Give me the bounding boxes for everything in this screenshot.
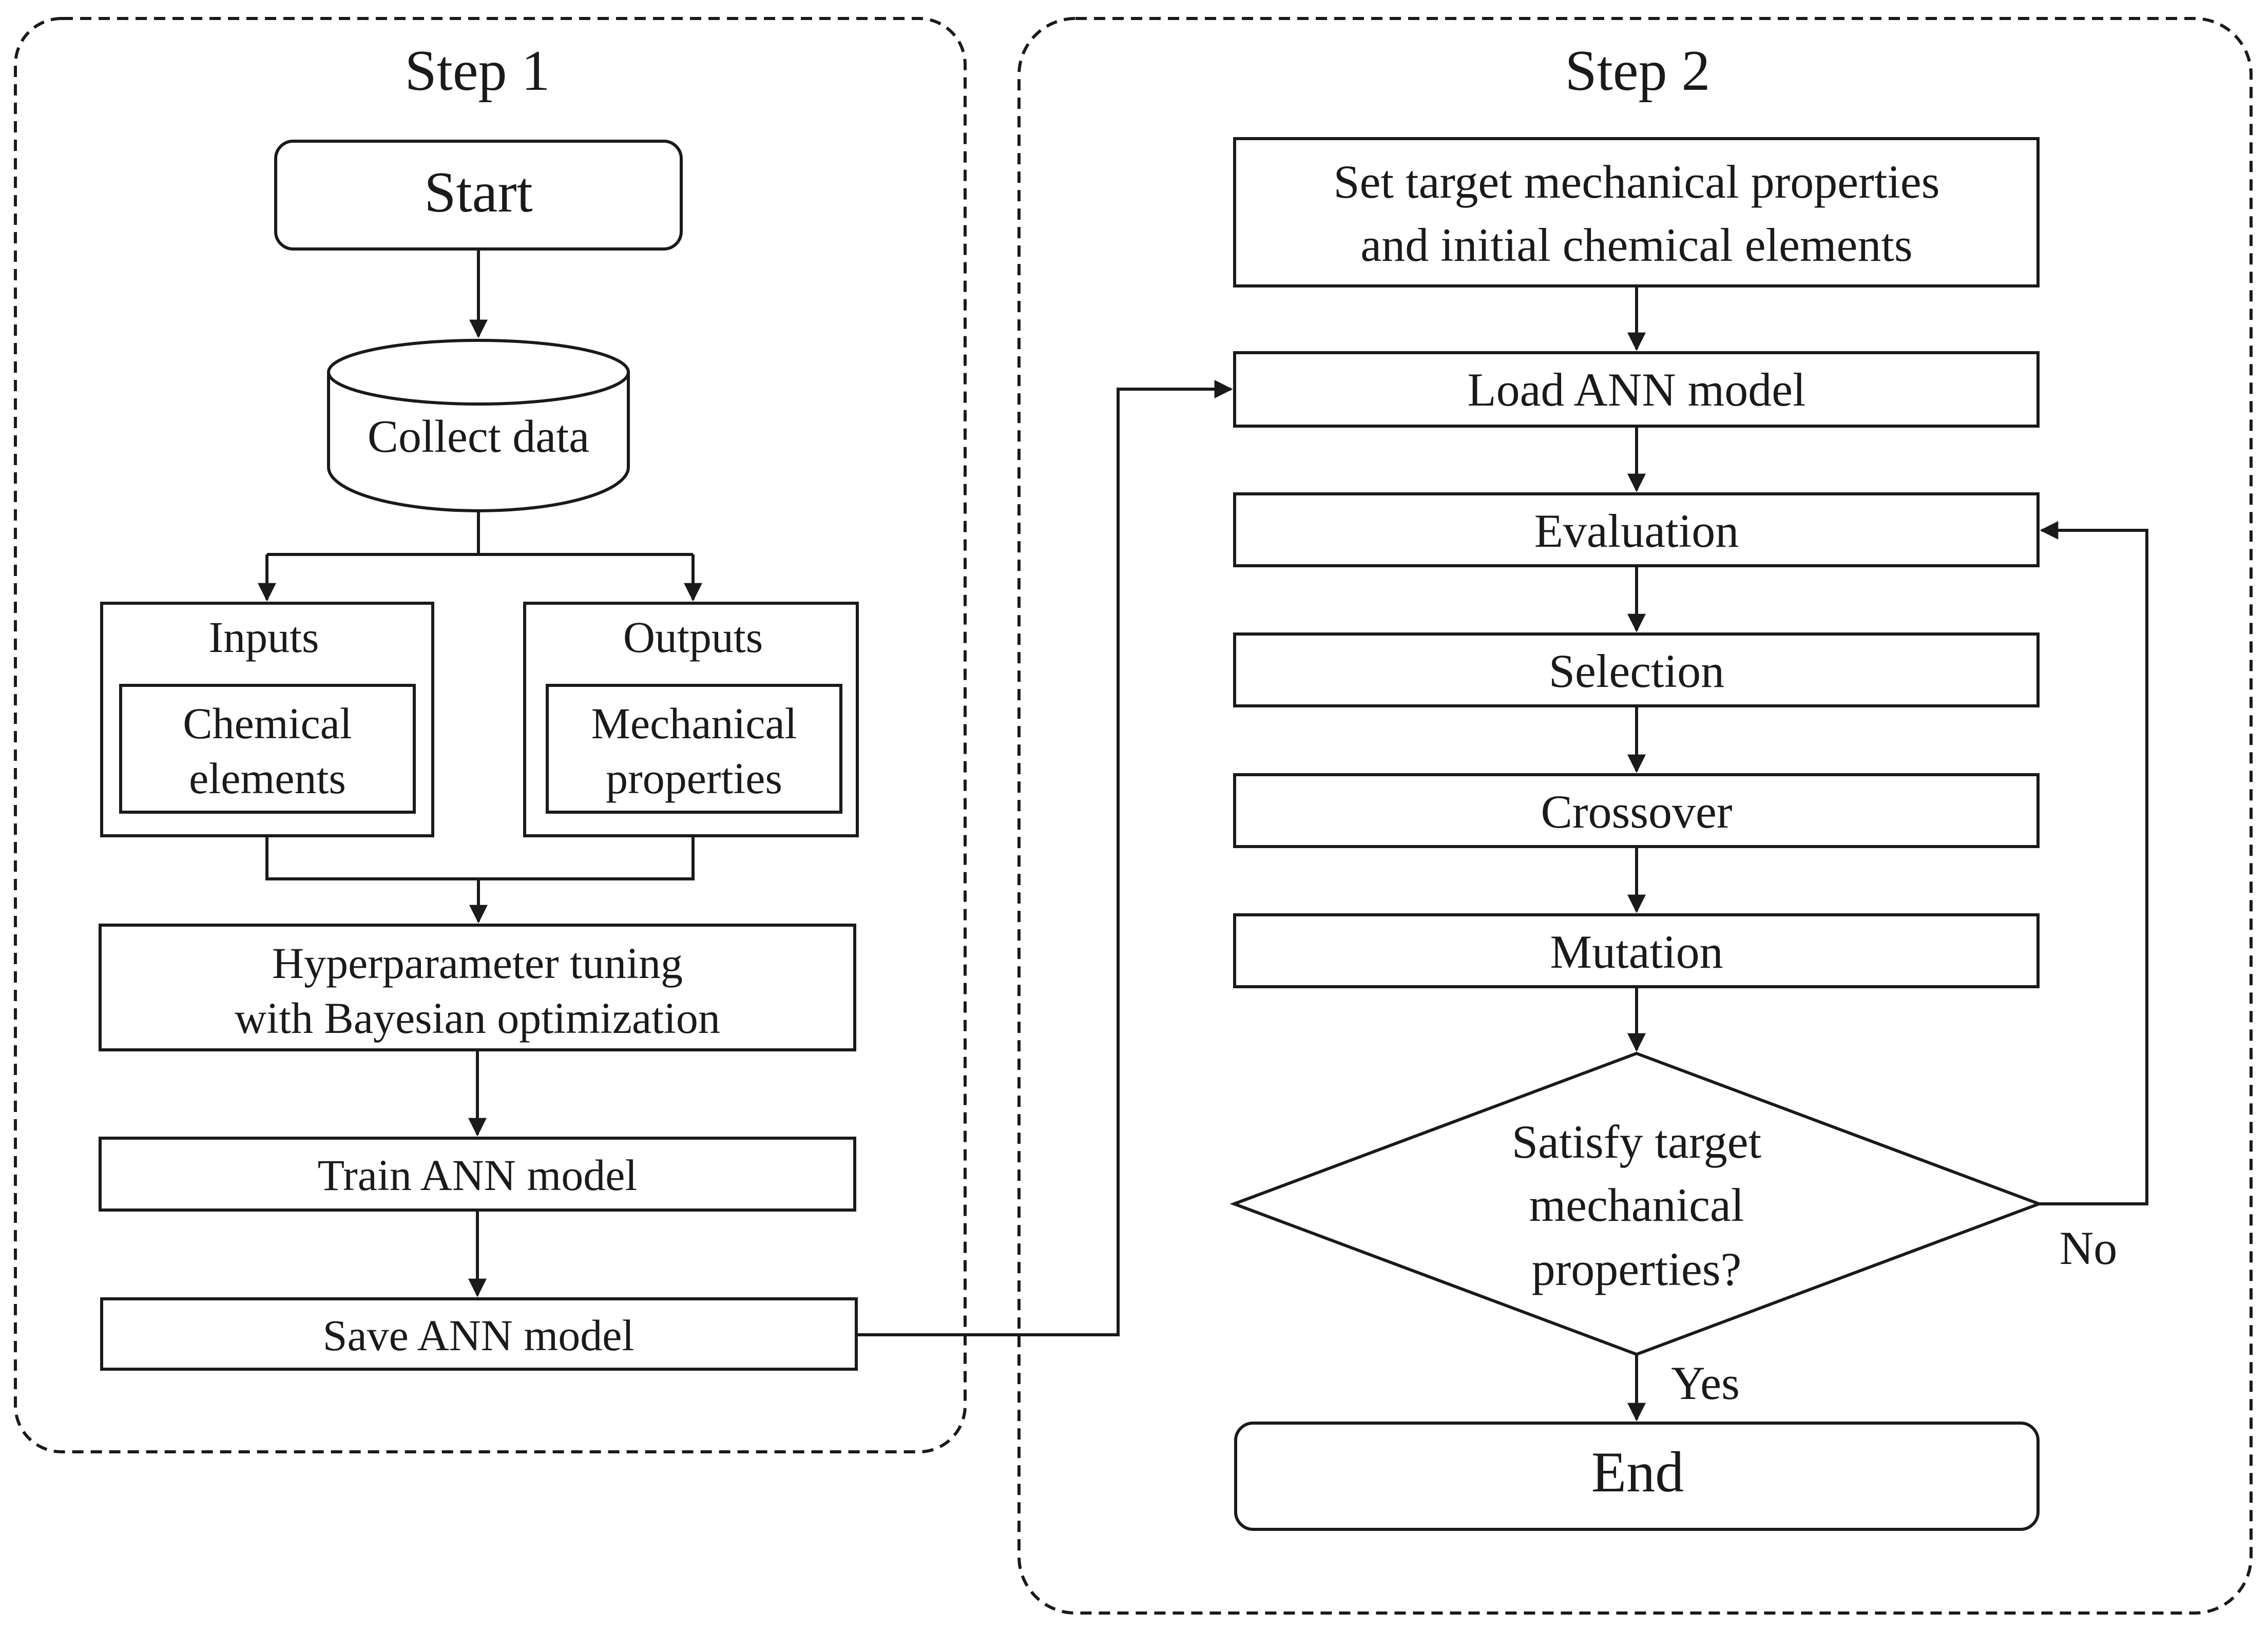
chemical-elements-box [119,684,416,814]
mechanical-properties-box [546,684,842,814]
mechanical-properties-line1: Mechanical [591,699,797,748]
collect-data-label: Collect data [368,411,589,462]
no-label: No [2060,1222,2117,1274]
chemical-elements-line2: elements [189,754,346,803]
selection-box [1233,632,2040,707]
connector-merge [265,836,695,880]
hyperparameter-line2: with Bayesian optimization [235,993,720,1043]
step1-panel [14,17,967,1453]
step1-title: Step 1 [405,39,550,103]
start-label: Start [424,161,533,224]
mutation-box [1233,913,2040,988]
collect-data-cylinder [327,339,630,512]
hyperparameter-line1: Hyperparameter tuning [272,938,683,988]
selection-label: Selection [1549,645,1724,697]
evaluation-box [1233,492,2040,567]
train-model-label: Train ANN model [318,1150,638,1200]
outputs-label: Outputs [623,612,763,662]
mechanical-properties-line2: properties [606,754,782,803]
evaluation-label: Evaluation [1534,505,1739,557]
arrow-no-to-evaluation [2039,521,2148,1205]
end-node [1234,1422,2040,1531]
chemical-elements-line1: Chemical [183,699,352,748]
decision-line1: Satisfy target [1512,1116,1762,1168]
yes-label: Yes [1671,1357,1740,1409]
save-model-label: Save ANN model [323,1311,635,1360]
set-target-box [1233,137,2040,287]
load-model-box [1233,351,2040,428]
step2-panel [1017,17,2253,1615]
decision-line2: mechanical [1529,1179,1744,1231]
arrow-save-to-load [856,380,1233,1336]
end-label: End [1591,1441,1684,1504]
inputs-label: Inputs [209,612,319,662]
step2-title: Step 2 [1565,39,1710,103]
crossover-label: Crossover [1541,785,1732,838]
set-target-line2: and initial chemical elements [1360,219,1912,271]
decision-line3: properties? [1532,1243,1742,1295]
hyperparameter-box [99,924,856,1051]
load-model-label: Load ANN model [1467,363,1805,416]
mutation-label: Mutation [1550,926,1723,978]
save-model-box [100,1297,858,1371]
train-model-box [99,1137,856,1212]
set-target-line1: Set target mechanical properties [1333,156,1939,208]
